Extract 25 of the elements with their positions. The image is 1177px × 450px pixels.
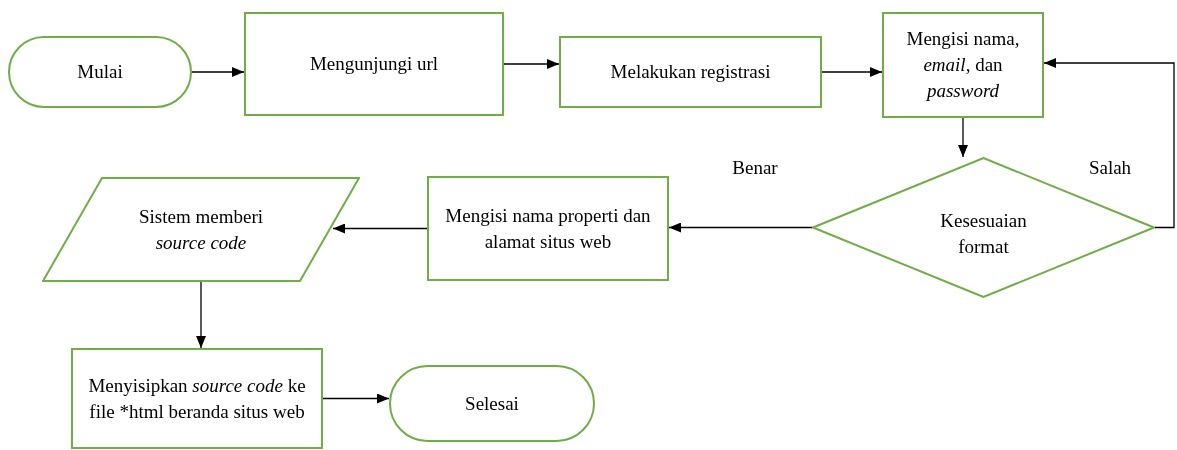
process-box [559, 36, 822, 108]
process-box [244, 12, 504, 116]
arrow [191, 67, 245, 77]
process-box [427, 176, 669, 281]
node-text: Sistem memberi source code [138, 204, 264, 255]
node-text: Mengisi nama, email, dan password [905, 27, 1021, 103]
arrow [322, 393, 390, 404]
arrow [668, 222, 813, 233]
node-text: Menyisipkan source code ke file *html beranda situs web [87, 373, 307, 424]
process-box [71, 348, 323, 449]
node-text: Kesesuaian format [939, 208, 1028, 259]
node-text: Selesai [465, 391, 519, 416]
data-parallelogram [42, 177, 360, 282]
node-text: Mengisi nama properti dan alamat situs web [444, 203, 652, 254]
node-text: Mengunjungi url [309, 52, 439, 76]
arrow [332, 223, 428, 234]
arrow [196, 281, 206, 349]
node-text: Melakukan registrasi [610, 60, 771, 84]
arrow [958, 117, 968, 158]
arrow [503, 59, 560, 69]
decision-diamond [812, 157, 1155, 298]
arrow [1043, 58, 1175, 229]
arrow [821, 67, 883, 77]
process-box [882, 12, 1044, 118]
node-text: Mulai [77, 60, 123, 84]
